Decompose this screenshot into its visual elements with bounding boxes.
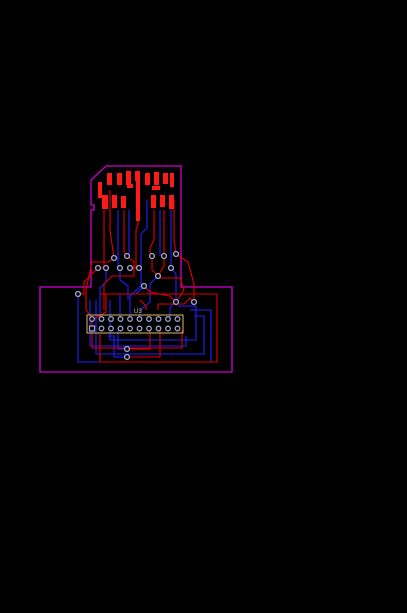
pad	[136, 181, 140, 221]
header-component-u3: U3	[86, 308, 184, 334]
pad	[107, 173, 112, 185]
pin	[146, 325, 152, 332]
pin	[98, 325, 105, 332]
pad	[127, 184, 133, 188]
pin	[117, 316, 124, 322]
pin	[127, 316, 133, 322]
via	[190, 298, 198, 306]
component-designator: U3	[134, 308, 142, 315]
via	[126, 264, 134, 272]
pad	[170, 173, 174, 187]
pin	[117, 325, 124, 332]
pin	[136, 316, 143, 322]
pad	[98, 182, 102, 198]
vias	[74, 250, 198, 361]
pad	[117, 173, 122, 185]
edge-connector-pads	[98, 171, 174, 221]
pin	[174, 325, 181, 332]
board-outline	[39, 165, 233, 373]
pin-1-square	[88, 325, 96, 332]
pin	[127, 325, 133, 332]
pin	[165, 316, 171, 322]
pad	[160, 195, 165, 207]
via	[123, 345, 131, 353]
via	[123, 252, 131, 260]
via	[135, 264, 143, 272]
pad	[135, 171, 140, 181]
via	[94, 264, 102, 272]
via	[167, 264, 175, 272]
via	[116, 264, 124, 272]
pad	[154, 172, 159, 185]
pad	[102, 195, 108, 209]
pin	[155, 325, 162, 332]
pad	[163, 173, 168, 184]
pad	[151, 195, 156, 208]
pad	[121, 196, 126, 208]
pad	[169, 195, 174, 209]
pad	[112, 195, 117, 208]
pin	[165, 325, 171, 332]
pad	[145, 173, 150, 185]
pin	[155, 316, 162, 322]
header-pins	[88, 316, 181, 332]
via	[172, 298, 180, 306]
pin	[108, 325, 114, 332]
component-silkscreen-outline	[86, 314, 184, 334]
pin	[98, 316, 105, 322]
pin	[146, 316, 152, 322]
via	[110, 254, 118, 262]
via	[123, 353, 131, 361]
pad	[126, 171, 131, 185]
via	[102, 264, 110, 272]
via	[154, 272, 162, 280]
via	[140, 282, 148, 290]
via	[172, 250, 180, 258]
pin	[174, 316, 181, 322]
via	[160, 252, 168, 260]
via	[74, 290, 82, 298]
pin	[108, 316, 114, 322]
via	[148, 252, 156, 260]
pin	[89, 316, 95, 322]
pin	[136, 325, 143, 332]
pad	[152, 186, 160, 190]
